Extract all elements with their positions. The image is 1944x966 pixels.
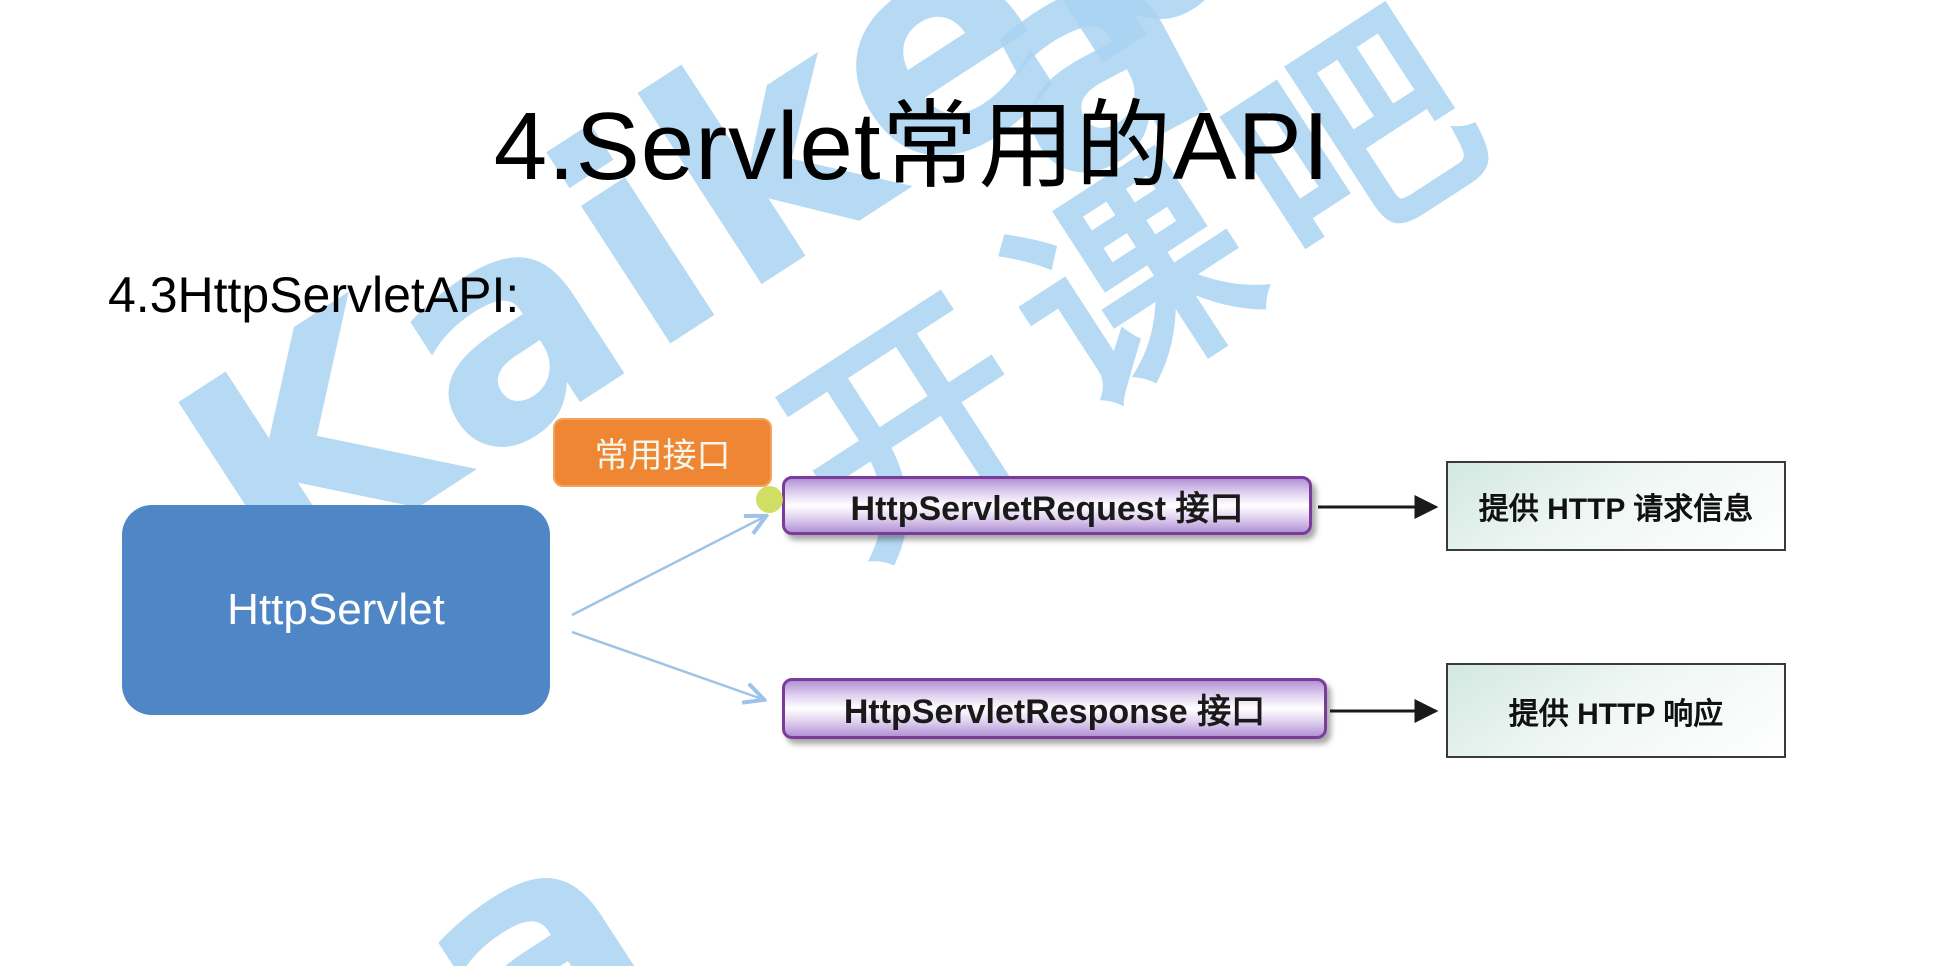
httpservletrequest-interface-box: HttpServletRequest 接口 [782,476,1312,535]
httpservlet-box: HttpServlet [122,505,550,715]
green-accent-dot [756,486,783,513]
request-description-box: 提供 HTTP 请求信息 [1446,461,1786,551]
response-description-box: 提供 HTTP 响应 [1446,663,1786,758]
arrow-httpservlet-to-response [571,630,762,699]
watermark-letter-a-bottom: a [351,748,711,966]
slide-title: 4.Servlet常用的API [493,93,1331,200]
common-interface-label-box: 常用接口 [553,418,772,487]
httpservletresponse-interface-box: HttpServletResponse 接口 [782,678,1327,739]
arrow-httpservlet-to-request [571,517,764,617]
slide-subtitle: 4.3HttpServletAPI: [108,267,520,323]
